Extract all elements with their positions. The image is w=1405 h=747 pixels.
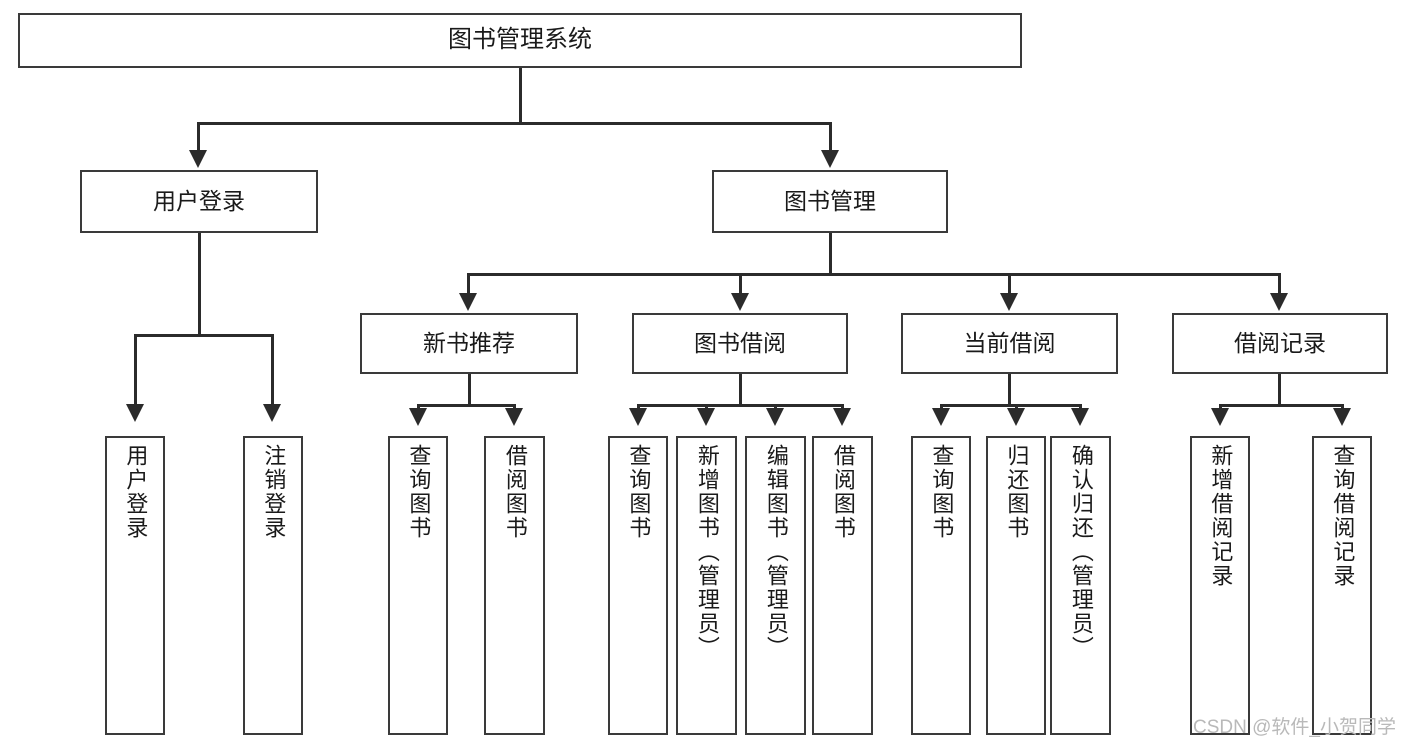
node-borrow-record-label: 借阅记录	[1234, 329, 1326, 356]
connector-book-borrow-stem	[739, 374, 742, 406]
leaf-book-borrow-borrow[interactable]: 借阅图书	[812, 436, 873, 735]
connector-book-manage-to-l3-2	[739, 273, 742, 295]
connector-nbr-to-leaf-2	[513, 404, 516, 410]
leaf-current-borrow-confirm-return[interactable]: 确认归还（管理员）	[1050, 436, 1111, 735]
leaf-new-book-query[interactable]: 查询图书	[388, 436, 448, 735]
arrow-nbr-to-leaf-1	[409, 408, 427, 426]
connector-new-book-recommend-bus	[417, 404, 515, 407]
node-book-manage-label: 图书管理	[784, 187, 876, 214]
leaf-label: 归还图书	[1004, 444, 1030, 540]
connector-book-manage-bus	[467, 273, 1280, 276]
connector-cb-to-leaf-3	[1079, 404, 1082, 410]
connector-bb-to-leaf-1	[637, 404, 640, 410]
connector-bb-to-leaf-3	[774, 404, 777, 410]
leaf-label: 借阅图书	[830, 444, 856, 540]
leaf-book-borrow-add[interactable]: 新增图书（管理员）	[676, 436, 737, 735]
connector-borrow-record-bus	[1219, 404, 1343, 407]
leaf-borrow-record-query[interactable]: 查询借阅记录	[1312, 436, 1372, 735]
connector-root-stem	[519, 68, 522, 124]
arrow-cb-to-leaf-1	[932, 408, 950, 426]
node-new-book-recommend[interactable]: 新书推荐	[360, 313, 578, 374]
connector-user-login-bus	[134, 334, 272, 337]
arrow-bb-to-leaf-3	[766, 408, 784, 426]
arrow-br-to-leaf-1	[1211, 408, 1229, 426]
leaf-current-borrow-query[interactable]: 查询图书	[911, 436, 971, 735]
connector-br-to-leaf-2	[1341, 404, 1344, 410]
connector-cb-to-leaf-1	[940, 404, 943, 410]
connector-cb-to-leaf-2	[1015, 404, 1018, 410]
arrow-bb-to-leaf-1	[629, 408, 647, 426]
arrow-root-to-book-manage	[821, 150, 839, 168]
node-current-borrow[interactable]: 当前借阅	[901, 313, 1118, 374]
connector-bb-to-leaf-4	[841, 404, 844, 410]
connector-current-borrow-stem	[1008, 374, 1011, 406]
node-user-login[interactable]: 用户登录	[80, 170, 318, 233]
connector-new-book-recommend-stem	[468, 374, 471, 406]
node-book-borrow[interactable]: 图书借阅	[632, 313, 848, 374]
node-borrow-record[interactable]: 借阅记录	[1172, 313, 1388, 374]
connector-user-login-to-leaf-1	[134, 334, 137, 406]
node-current-borrow-label: 当前借阅	[963, 329, 1056, 356]
leaf-label: 借阅图书	[502, 444, 528, 540]
connector-user-login-to-leaf-2	[271, 334, 274, 406]
arrow-book-manage-to-l3-4	[1270, 293, 1288, 311]
leaf-label: 新增借阅记录	[1208, 444, 1234, 588]
leaf-label: 查询图书	[929, 444, 955, 540]
arrow-cb-to-leaf-3	[1071, 408, 1089, 426]
leaf-book-borrow-edit[interactable]: 编辑图书（管理员）	[745, 436, 806, 735]
leaf-new-book-borrow[interactable]: 借阅图书	[484, 436, 545, 735]
arrow-user-login-to-leaf-2	[263, 404, 281, 422]
connector-current-borrow-bus	[940, 404, 1081, 407]
leaf-book-borrow-query[interactable]: 查询图书	[608, 436, 668, 735]
connector-root-to-book-manage	[829, 122, 832, 152]
leaf-label: 编辑图书（管理员）	[763, 444, 789, 660]
leaf-label: 查询图书	[626, 444, 652, 540]
arrow-bb-to-leaf-2	[697, 408, 715, 426]
connector-book-manage-to-l3-1	[467, 273, 470, 295]
arrow-book-manage-to-l3-1	[459, 293, 477, 311]
arrow-br-to-leaf-2	[1333, 408, 1351, 426]
connector-user-login-stem	[198, 233, 201, 336]
leaf-label: 新增图书（管理员）	[694, 444, 720, 660]
node-book-manage[interactable]: 图书管理	[712, 170, 948, 233]
arrow-book-manage-to-l3-2	[731, 293, 749, 311]
leaf-borrow-record-add[interactable]: 新增借阅记录	[1190, 436, 1250, 735]
node-book-borrow-label: 图书借阅	[694, 329, 786, 356]
connector-book-manage-stem	[829, 233, 832, 275]
connector-book-borrow-bus	[637, 404, 843, 407]
connector-borrow-record-stem	[1278, 374, 1281, 406]
node-user-login-label: 用户登录	[153, 187, 245, 214]
connector-br-to-leaf-1	[1219, 404, 1222, 410]
leaf-label: 确认归还（管理员）	[1068, 444, 1094, 660]
leaf-label: 查询借阅记录	[1330, 444, 1356, 588]
connector-bb-to-leaf-2	[705, 404, 708, 410]
arrow-user-login-to-leaf-1	[126, 404, 144, 422]
leaf-label: 用户登录	[123, 444, 149, 540]
node-root-system[interactable]: 图书管理系统	[18, 13, 1022, 68]
arrow-cb-to-leaf-2	[1007, 408, 1025, 426]
arrow-root-to-user-login	[189, 150, 207, 168]
connector-book-manage-to-l3-3	[1008, 273, 1011, 295]
arrow-nbr-to-leaf-2	[505, 408, 523, 426]
arrow-bb-to-leaf-4	[833, 408, 851, 426]
connector-book-manage-to-l3-4	[1278, 273, 1281, 295]
connector-root-to-user-login	[197, 122, 200, 152]
leaf-user-login-logout[interactable]: 注销登录	[243, 436, 303, 735]
leaf-label: 注销登录	[261, 444, 287, 540]
connector-root-bus	[197, 122, 831, 125]
leaf-user-login-login[interactable]: 用户登录	[105, 436, 165, 735]
connector-nbr-to-leaf-1	[417, 404, 420, 410]
node-root-label: 图书管理系统	[448, 26, 592, 54]
node-new-book-recommend-label: 新书推荐	[423, 329, 515, 356]
leaf-current-borrow-return[interactable]: 归还图书	[986, 436, 1046, 735]
leaf-label: 查询图书	[406, 444, 432, 540]
arrow-book-manage-to-l3-3	[1000, 293, 1018, 311]
